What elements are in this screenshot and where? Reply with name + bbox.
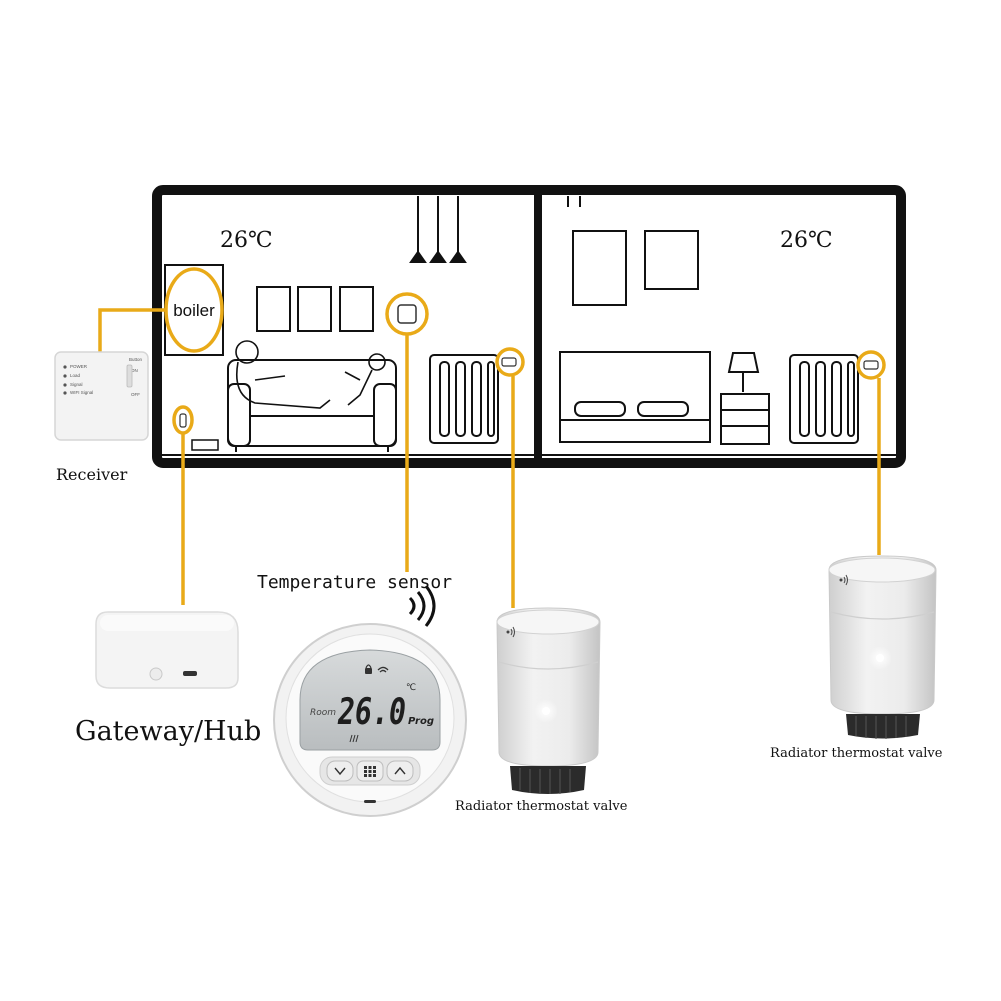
- picture-frame: [256, 286, 291, 332]
- receiver-led-label: WIFI Signal: [70, 390, 93, 395]
- chevron-down-icon: [334, 767, 346, 776]
- sofa-icon: [227, 359, 397, 452]
- lcd-temperature: 26.0: [337, 692, 406, 733]
- boiler-marker: [164, 267, 224, 353]
- down-button[interactable]: [326, 760, 354, 782]
- highlight-markers: [164, 267, 886, 435]
- lcd-unit: ℃: [406, 683, 416, 693]
- menu-grid-icon: [364, 766, 376, 777]
- receiver-switch-label: OFF: [131, 392, 140, 397]
- bedroom: 26℃: [559, 196, 859, 445]
- picture-frame: [297, 286, 332, 332]
- picture-frame: [339, 286, 374, 332]
- house-outline: [152, 185, 906, 468]
- receiver-marker: [172, 405, 194, 435]
- signal-icon: [839, 574, 848, 586]
- lcd-heat-icon: [349, 734, 359, 743]
- receiver-led-label: POWER: [70, 364, 88, 369]
- usb-port-icon: [183, 671, 197, 676]
- radiator-icon: [789, 354, 859, 444]
- receiver-device: POWER Load Signal WIFI Signal Button ON …: [54, 351, 149, 441]
- picture-frame: [572, 230, 627, 306]
- thermostat-buttons: [319, 756, 421, 786]
- lcd-mode: Prog: [408, 716, 434, 727]
- signal-icon: [506, 626, 515, 638]
- people-icon: [235, 340, 386, 409]
- receiver-led-label: Signal: [70, 382, 83, 387]
- lcd-room-label: Room: [310, 708, 336, 718]
- thermostat-device: Room 26.0 ℃ Prog: [273, 623, 467, 817]
- lcd-wifi-icon: [377, 666, 389, 673]
- router-icon: [191, 439, 219, 451]
- chevron-up-icon: [394, 766, 406, 775]
- gateway-label: Gateway/Hub: [75, 716, 261, 747]
- receiver-led-label: Load: [70, 373, 81, 378]
- valve-marker-2: [856, 350, 886, 380]
- receiver-label: Receiver: [56, 465, 128, 484]
- lcd-lock-icon: [365, 664, 372, 674]
- radiator-icon: [429, 354, 499, 444]
- left-room-temp: 26℃: [220, 228, 273, 253]
- radiator-valve-1: [496, 607, 601, 794]
- picture-frame: [644, 230, 699, 290]
- wireless-signal-icon: [408, 585, 436, 627]
- status-led: [364, 800, 376, 803]
- up-button[interactable]: [386, 760, 414, 782]
- valve-label-1: Radiator thermostat valve: [455, 799, 628, 814]
- radiator-valve-2: [828, 555, 937, 739]
- gateway-device: [95, 611, 239, 689]
- receiver-switch-label: ON: [131, 368, 138, 373]
- right-room-temp: 26℃: [780, 228, 833, 253]
- pendant-lamps-icon: [409, 196, 467, 263]
- receiver-switch-label: Button: [129, 357, 143, 362]
- valve-marker-1: [495, 347, 525, 377]
- sensor-label: Temperature sensor: [257, 572, 452, 593]
- boiler-label: boiler: [173, 301, 215, 320]
- sensor-marker: [385, 292, 429, 336]
- gateway-button-icon: [149, 667, 163, 681]
- valve-label-2: Radiator thermostat valve: [770, 746, 943, 761]
- bed-icon: [559, 351, 711, 443]
- lcd-screen: [299, 649, 441, 751]
- connection-lines: [98, 308, 881, 608]
- nightstand-icon: [720, 352, 770, 445]
